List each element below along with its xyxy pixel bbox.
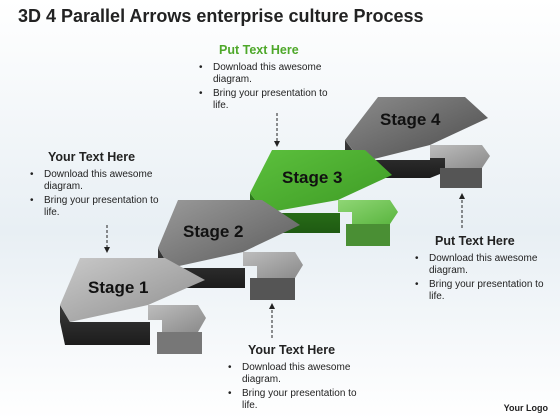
callout-left-bullet-1: Download this awesome diagram.: [28, 169, 168, 194]
stage-4-arrow-tip-side: [440, 168, 482, 188]
stage-1-arrow-tip-side: [157, 332, 202, 354]
callout-bottom-heading: Your Text Here: [248, 343, 336, 357]
callout-right: Put Text Here Download this awesome diag…: [413, 235, 553, 305]
callout-top-heading: Put Text Here: [219, 43, 299, 57]
stage-2-top-face: [158, 200, 300, 268]
stage-1-front-face: [60, 305, 150, 345]
callout-left-bullet-2: Bring your presentation to life.: [28, 195, 168, 220]
callout-top-bullet-2: Bring your presentation to life.: [197, 88, 337, 113]
callout-left-heading: Your Text Here: [48, 150, 136, 164]
stage-1-arrow: [60, 258, 206, 354]
stage-4-top-face: [345, 97, 488, 162]
stage-4-arrow-tip: [430, 145, 490, 168]
stage-1-arrow-tip: [148, 305, 206, 332]
stage-3-label: Stage 3: [282, 168, 342, 187]
callout-right-bullet-2: Bring your presentation to life.: [413, 279, 553, 304]
callout-right-bullet-1: Download this awesome diagram.: [413, 253, 553, 278]
callout-bottom-bullet-1: Download this awesome diagram.: [226, 362, 366, 387]
stage-2-label: Stage 2: [183, 222, 243, 241]
stage-2-arrow-tip: [243, 252, 303, 278]
stage-1-top-face: [60, 258, 205, 322]
callout-top: Put Text Here Download this awesome diag…: [197, 44, 337, 114]
stage-3-arrow-tip-side: [346, 224, 390, 246]
page-title: 3D 4 Parallel Arrows enterprise culture …: [18, 6, 424, 26]
stage-2-arrow-tip-side: [250, 278, 295, 300]
callout-right-heading: Put Text Here: [435, 234, 515, 248]
stage-4-arrow: [345, 97, 490, 188]
callout-left: Your Text Here Download this awesome dia…: [28, 151, 168, 221]
stage-3-top-face: [250, 150, 392, 213]
logo-text: Your Logo: [503, 403, 548, 413]
stage-1-label: Stage 1: [88, 278, 148, 297]
callout-bottom-bullet-2: Bring your presentation to life.: [226, 388, 366, 413]
callout-bottom: Your Text Here Download this awesome dia…: [226, 344, 366, 414]
stage-3-arrow-tip: [338, 200, 398, 224]
stage-4-label: Stage 4: [380, 110, 441, 129]
callout-top-bullet-1: Download this awesome diagram.: [197, 62, 337, 87]
